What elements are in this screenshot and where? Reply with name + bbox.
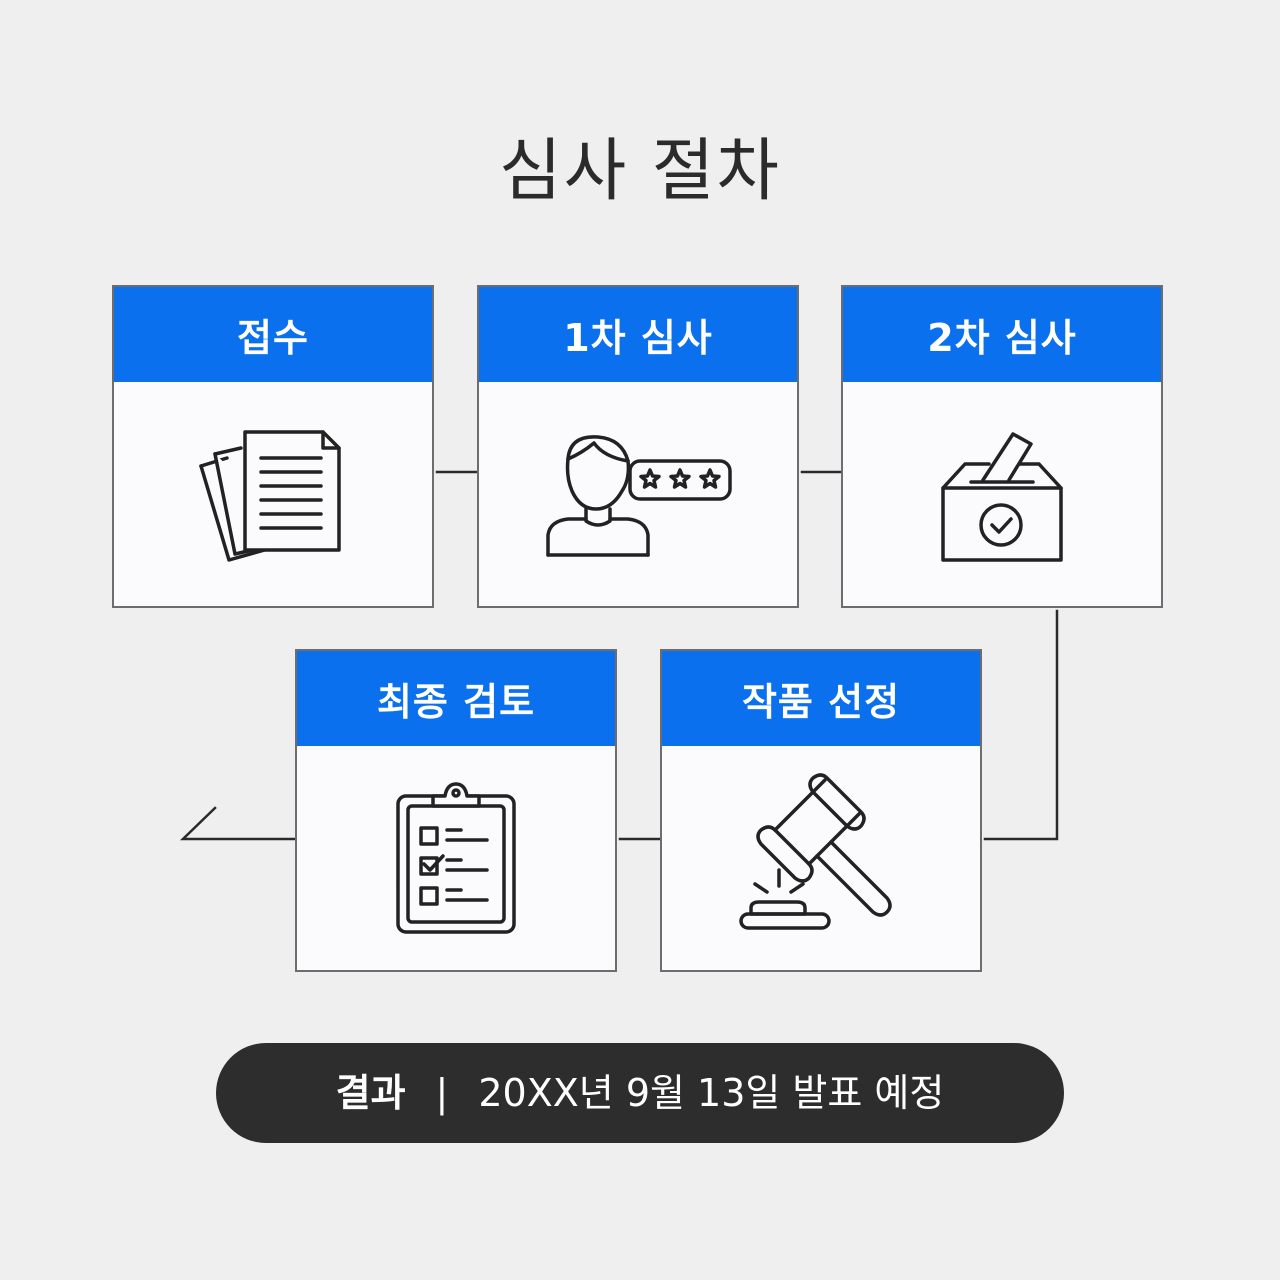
result-announcement-bar: 결과 | 20XX년 9월 13일 발표 예정 — [216, 1043, 1064, 1143]
reviewer-rating-icon — [546, 435, 732, 557]
result-label: 결과 — [335, 1071, 406, 1115]
step-title: 1차 심사 — [479, 287, 797, 382]
step-title: 최종 검토 — [297, 651, 615, 746]
step-card-selection: 작품 선정 — [660, 649, 982, 972]
step-title: 접수 — [114, 287, 432, 382]
result-separator: | — [435, 1071, 449, 1115]
step-card-first-review: 1차 심사 — [477, 285, 799, 608]
gavel-icon — [739, 773, 892, 930]
clipboard-checklist-icon — [396, 782, 516, 934]
step-title: 2차 심사 — [843, 287, 1161, 382]
step-card-second-review: 2차 심사 — [841, 285, 1163, 608]
page-title: 심사 절차 — [499, 132, 781, 211]
step-card-receipt: 접수 — [112, 285, 434, 608]
documents-icon — [199, 430, 341, 562]
result-text: 20XX년 9월 13일 발표 예정 — [478, 1071, 945, 1115]
connector-3-5 — [983, 609, 1059, 841]
connector-4-exit — [179, 806, 298, 841]
step-title: 작품 선정 — [662, 651, 980, 746]
ballot-box-icon — [941, 432, 1063, 562]
step-card-final-review: 최종 검토 — [295, 649, 617, 972]
